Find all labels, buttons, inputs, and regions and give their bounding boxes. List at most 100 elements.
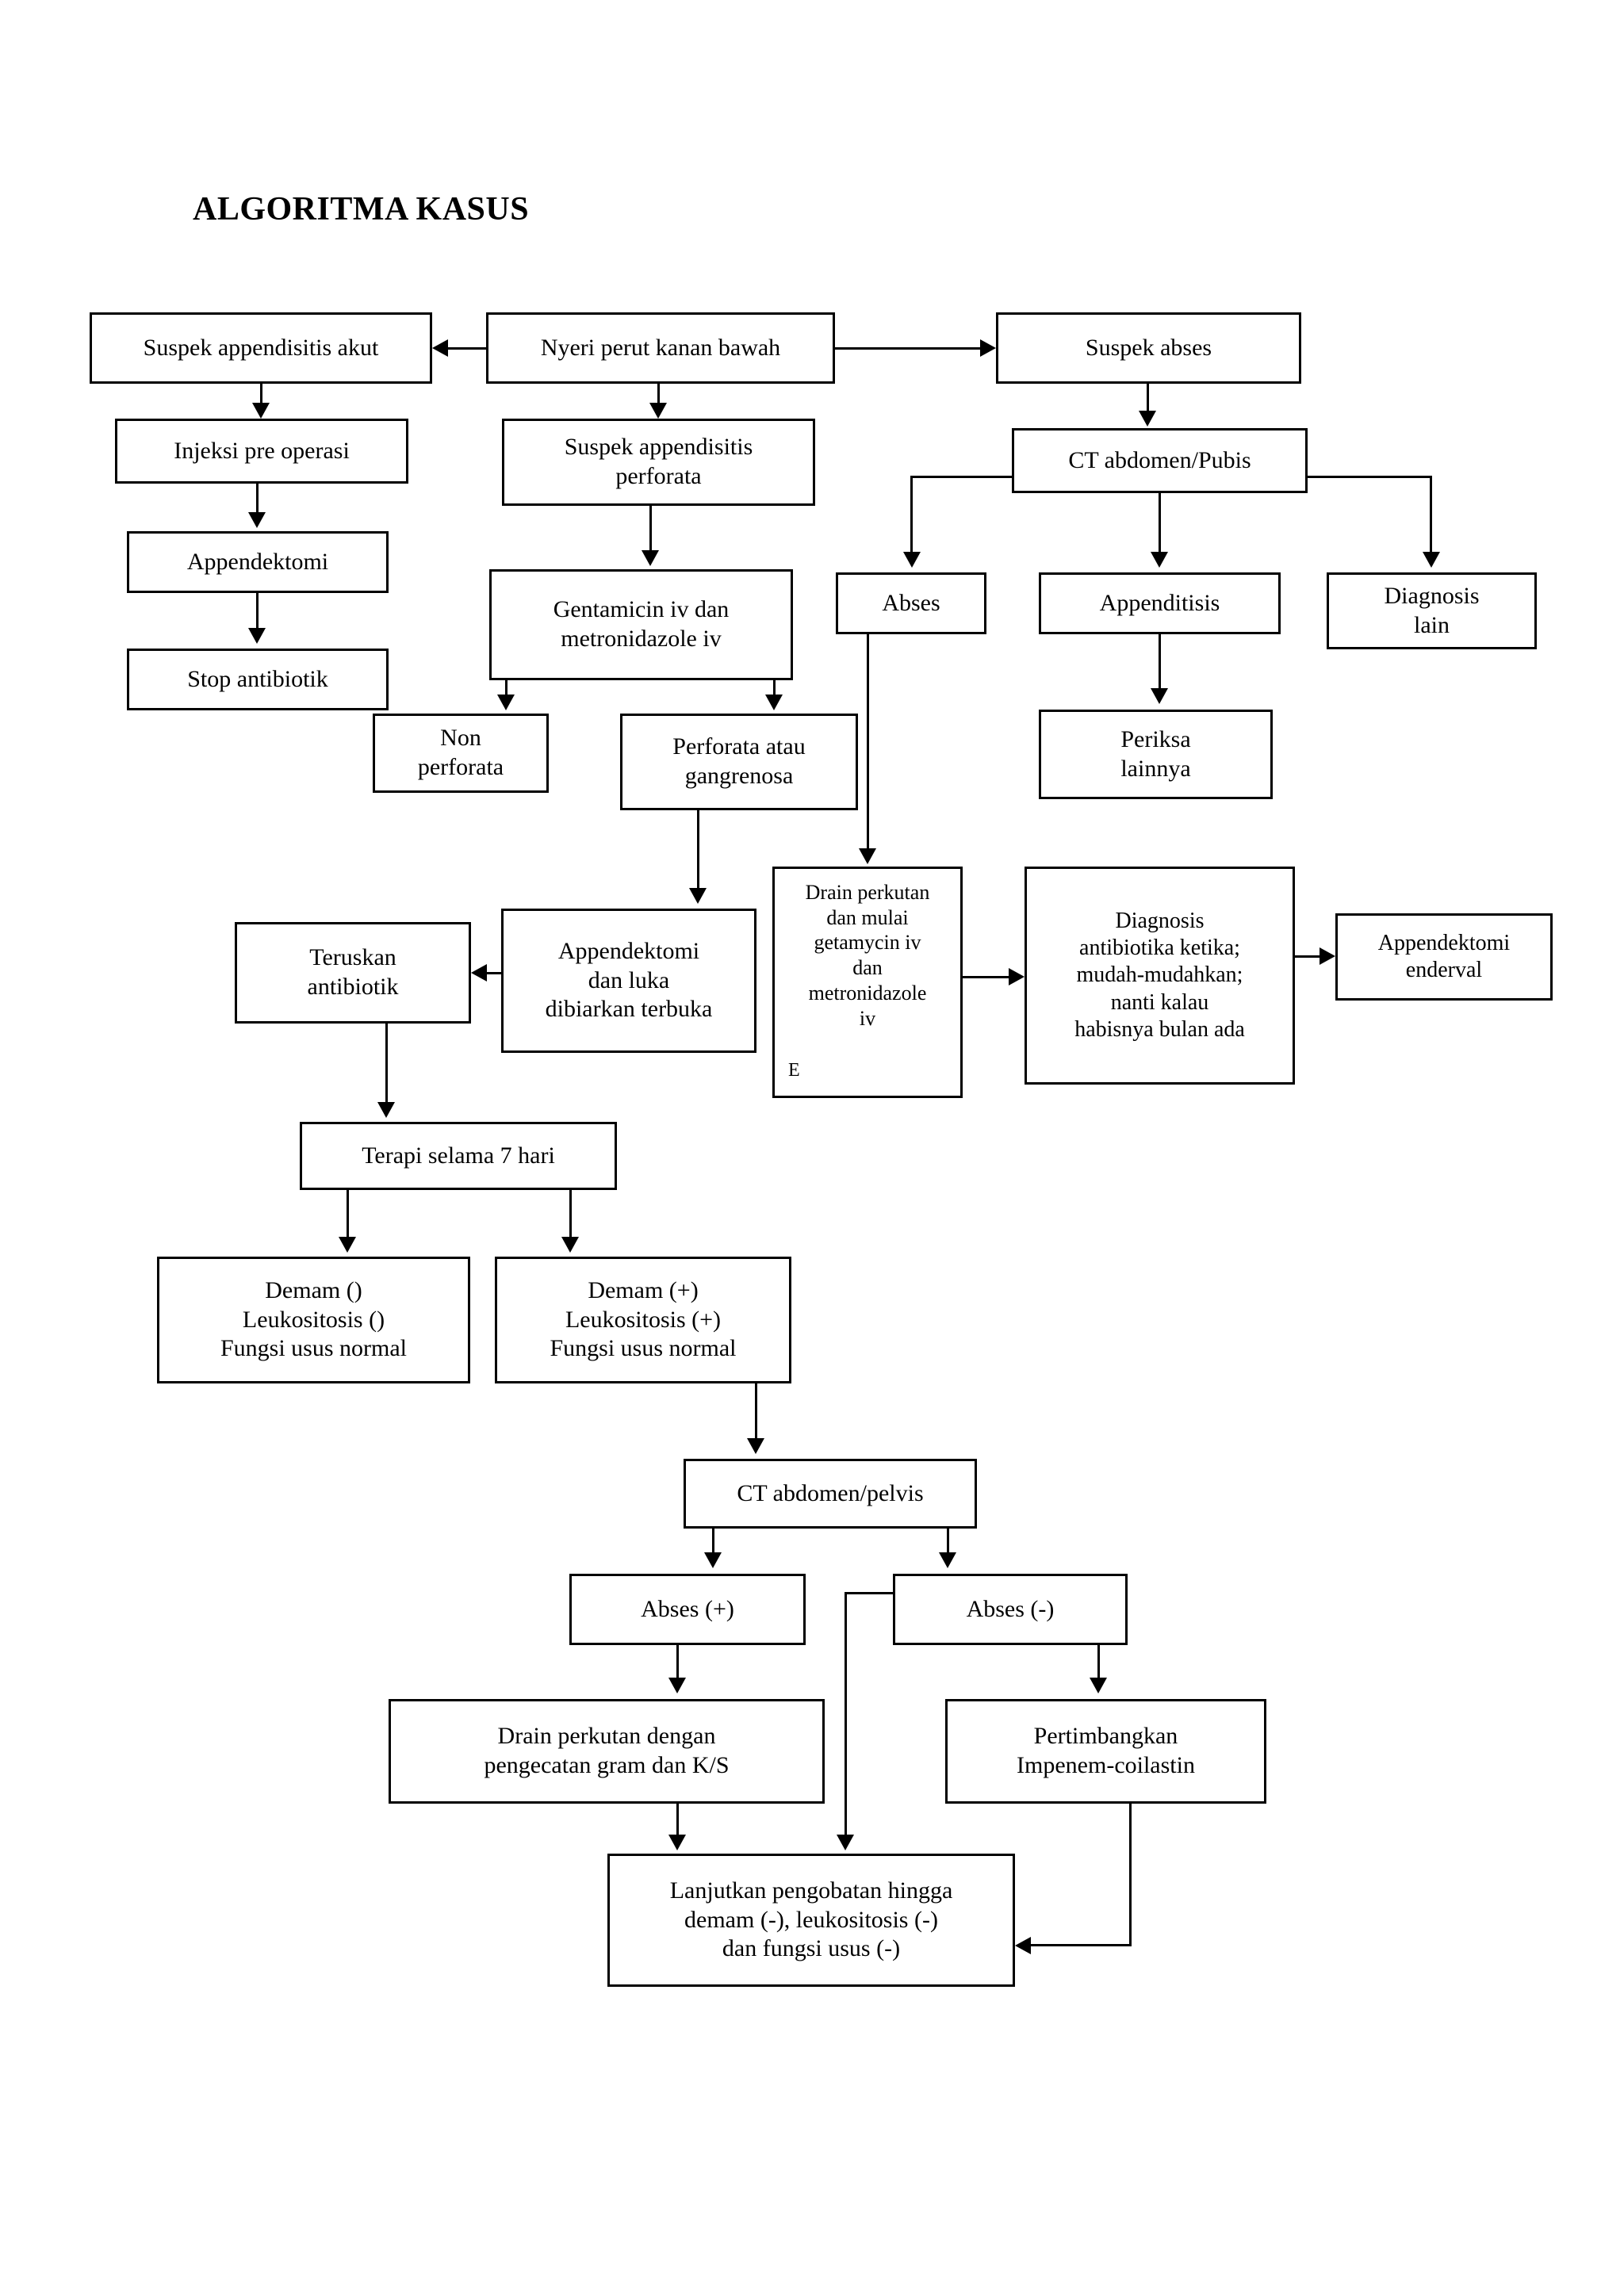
node-label: Non perforata bbox=[380, 724, 542, 782]
edge-ct-pelvis-to-abses-pos bbox=[712, 1529, 714, 1554]
node-abses-negatif: Abses (-) bbox=[893, 1574, 1128, 1645]
edge-gentamicin-to-perforata bbox=[773, 680, 776, 698]
node-label-line1: Drain perkutan bbox=[805, 881, 930, 904]
edge-drain-gram-to-lanjutkan bbox=[676, 1804, 679, 1837]
node-label-line3: mudah-mudahkan; bbox=[1076, 962, 1243, 988]
node-nyeri-perut-kanan-bawah: Nyeri perut kanan bawah bbox=[486, 312, 835, 384]
edge-appendektomi-to-stop bbox=[256, 593, 259, 629]
drain-perkutan-note-E: E bbox=[788, 1060, 800, 1081]
node-label-line2: Leukositosis (+) bbox=[565, 1306, 722, 1333]
edge-appenditisis-to-periksa bbox=[1159, 634, 1161, 690]
node-abses-positif: Abses (+) bbox=[569, 1574, 806, 1645]
edge-gentamicin-to-nonperforata bbox=[505, 680, 508, 698]
arrowhead-down bbox=[248, 628, 266, 644]
node-perforata-atau-gangrenosa: Perforata atau gangrenosa bbox=[620, 714, 858, 810]
node-label: Appendektomi dan luka dibiarkan terbuka bbox=[508, 937, 749, 1024]
node-suspek-appendisitis-perforata: Suspek appendisitis perforata bbox=[502, 419, 815, 506]
node-label-line2: pengecatan gram dan K/S bbox=[484, 1752, 730, 1778]
edge-abses-neg-bypass-h bbox=[845, 1592, 895, 1594]
node-label-line3: Fungsi usus normal bbox=[550, 1335, 737, 1362]
node-label: Perforata atau gangrenosa bbox=[627, 733, 851, 790]
node-diagnosis-lain: Diagnosis lain bbox=[1327, 572, 1537, 649]
node-label-line2: lainnya bbox=[1120, 755, 1191, 782]
node-label: Abses bbox=[882, 589, 940, 616]
node-label-line1: Non bbox=[440, 725, 481, 752]
arrowhead-down bbox=[704, 1552, 722, 1568]
edge-terapi-to-demam-neg bbox=[347, 1190, 349, 1239]
node-label: Injeksi pre operasi bbox=[174, 437, 350, 464]
node-label: Abses (-) bbox=[966, 1595, 1055, 1622]
node-label-line2: enderval bbox=[1405, 958, 1483, 982]
node-label-line2: Impenem-coilastin bbox=[1017, 1752, 1195, 1778]
node-label-line1: Gentamicin iv dan bbox=[553, 596, 730, 623]
node-gentamicin-metronidazole: Gentamicin iv dan metronidazole iv bbox=[489, 569, 793, 680]
node-label: Lanjutkan pengobatan hingga demam (-), l… bbox=[615, 1877, 1008, 1964]
arrowhead-down bbox=[248, 512, 266, 528]
edge-terapi-to-demam-pos bbox=[569, 1190, 572, 1239]
node-appendektomi-dan-luka: Appendektomi dan luka dibiarkan terbuka bbox=[501, 909, 756, 1053]
edge-abses-neg-bypass-v bbox=[845, 1592, 847, 1838]
node-label-line1: Appendektomi bbox=[1377, 930, 1511, 955]
arrowhead-down bbox=[1151, 552, 1168, 568]
node-label: Suspek appendisitis perforata bbox=[509, 433, 808, 491]
arrowhead-down bbox=[668, 1835, 686, 1850]
node-label-line1: Perforata atau bbox=[672, 733, 806, 760]
node-label-line4: dan bbox=[852, 956, 883, 980]
edge-nyeri-to-akut bbox=[448, 347, 488, 350]
node-label-line3: dan fungsi usus (-) bbox=[722, 1935, 901, 1962]
node-label-line1: Appendektomi bbox=[557, 938, 700, 965]
node-label-line3: dibiarkan terbuka bbox=[545, 996, 713, 1023]
node-label: Suspek abses bbox=[1085, 334, 1212, 361]
node-label: Suspek appendisitis akut bbox=[143, 334, 379, 361]
node-label: Nyeri perut kanan bawah bbox=[540, 334, 781, 361]
edge-abses-to-ct bbox=[1147, 384, 1149, 412]
arrowhead-down bbox=[339, 1237, 356, 1253]
arrowhead-down bbox=[649, 403, 667, 419]
node-label-line1: Pertimbangkan bbox=[1033, 1723, 1178, 1750]
edge-ct-branch-center bbox=[1159, 493, 1161, 553]
node-terapi-selama-7-hari: Terapi selama 7 hari bbox=[300, 1122, 617, 1190]
arrowhead-down bbox=[837, 1835, 854, 1850]
node-ct-abdomen-pubis: CT abdomen/Pubis bbox=[1012, 428, 1308, 493]
node-label: Drain perkutan dengan pengecatan gram da… bbox=[396, 1722, 818, 1780]
node-label: Diagnosis antibiotika ketika; mudah-muda… bbox=[1032, 908, 1288, 1043]
edge-pertimbangkan-to-lanjutkan-h bbox=[1031, 1944, 1132, 1946]
node-label: Stop antibiotik bbox=[187, 665, 328, 692]
arrowhead-down bbox=[903, 552, 921, 568]
node-label-line2: perforata bbox=[417, 754, 504, 780]
edge-pertimbangkan-to-lanjutkan-v bbox=[1129, 1804, 1132, 1946]
arrowhead-right bbox=[1320, 947, 1335, 965]
edge-demam-pos-to-ct-pelvis bbox=[755, 1383, 757, 1441]
node-label: Appenditisis bbox=[1099, 589, 1220, 616]
arrowhead-down bbox=[561, 1237, 579, 1253]
node-label: Drain perkutan dan mulai getamycin iv da… bbox=[779, 880, 956, 1031]
node-label-line6: iv bbox=[859, 1006, 876, 1030]
arrowhead-left bbox=[432, 339, 448, 357]
edge-ct-branch-left-h bbox=[910, 476, 1015, 478]
node-label-line5: habisnya bulan ada bbox=[1074, 1016, 1245, 1042]
node-label-line1: Periksa bbox=[1120, 725, 1191, 752]
node-suspek-appendisitis-akut: Suspek appendisitis akut bbox=[90, 312, 432, 384]
arrowhead-down bbox=[747, 1438, 764, 1454]
edge-drain-to-diagnosis bbox=[963, 976, 1009, 978]
node-label: Gentamicin iv dan metronidazole iv bbox=[496, 595, 786, 653]
node-label-line1: Teruskan bbox=[309, 944, 396, 971]
node-label: Periksa lainnya bbox=[1046, 725, 1266, 783]
edge-akut-to-injeksi bbox=[260, 384, 262, 406]
node-label-line2: gangrenosa bbox=[684, 763, 794, 789]
node-diagnosis-antibiotika: Diagnosis antibiotika ketika; mudah-muda… bbox=[1025, 867, 1295, 1085]
edge-ct-branch-left-v bbox=[910, 476, 913, 553]
node-label-line1: Demam (+) bbox=[588, 1277, 699, 1304]
arrowhead-down bbox=[859, 848, 876, 864]
node-label-line3: getamycin iv bbox=[814, 931, 921, 955]
edge-abses-neg-to-pertimbangkan bbox=[1097, 1645, 1100, 1678]
arrowhead-down bbox=[668, 1678, 686, 1693]
node-drain-perkutan-getamycin: Drain perkutan dan mulai getamycin iv da… bbox=[772, 867, 963, 1098]
arrowhead-left bbox=[471, 964, 487, 982]
node-stop-antibiotik: Stop antibiotik bbox=[127, 649, 389, 710]
node-label-line5: metronidazole bbox=[808, 981, 927, 1004]
edge-gangrenosa-to-appendektomi-luka bbox=[697, 810, 699, 890]
node-demam-negatif: Demam () Leukositosis () Fungsi usus nor… bbox=[157, 1257, 470, 1383]
node-label: Demam () Leukositosis () Fungsi usus nor… bbox=[164, 1276, 463, 1364]
